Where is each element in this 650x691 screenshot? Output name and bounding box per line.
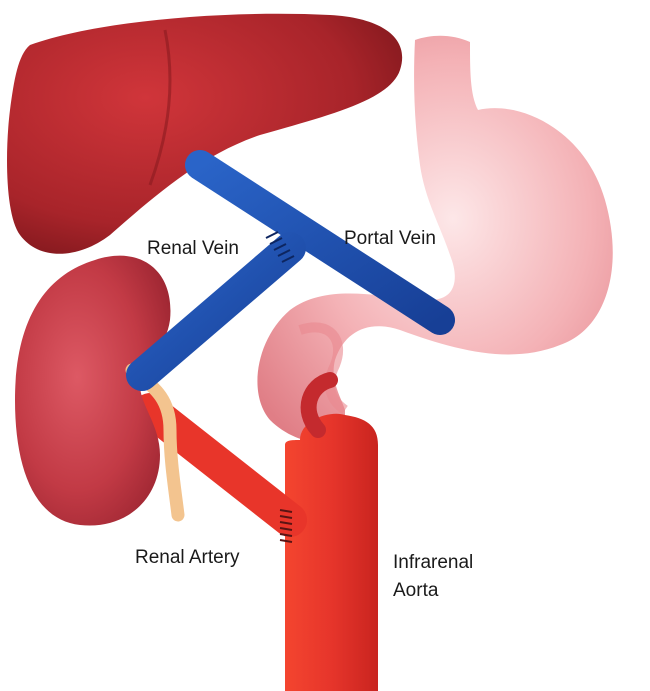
vein-suture-marks [265, 231, 295, 263]
infrarenal-aorta [285, 372, 378, 691]
label-renal-artery: Renal Artery [135, 547, 240, 568]
label-renal-vein: Renal Vein [147, 238, 239, 259]
kidney [15, 255, 171, 526]
portal-vein [185, 150, 455, 335]
artery-suture-marks [279, 509, 293, 543]
label-infrarenal: Infrarenal [393, 552, 473, 573]
stomach [257, 35, 613, 444]
label-portal-vein: Portal Vein [344, 228, 436, 249]
label-aorta: Aorta [393, 580, 439, 601]
liver [7, 13, 403, 254]
renal-vein [126, 232, 306, 391]
